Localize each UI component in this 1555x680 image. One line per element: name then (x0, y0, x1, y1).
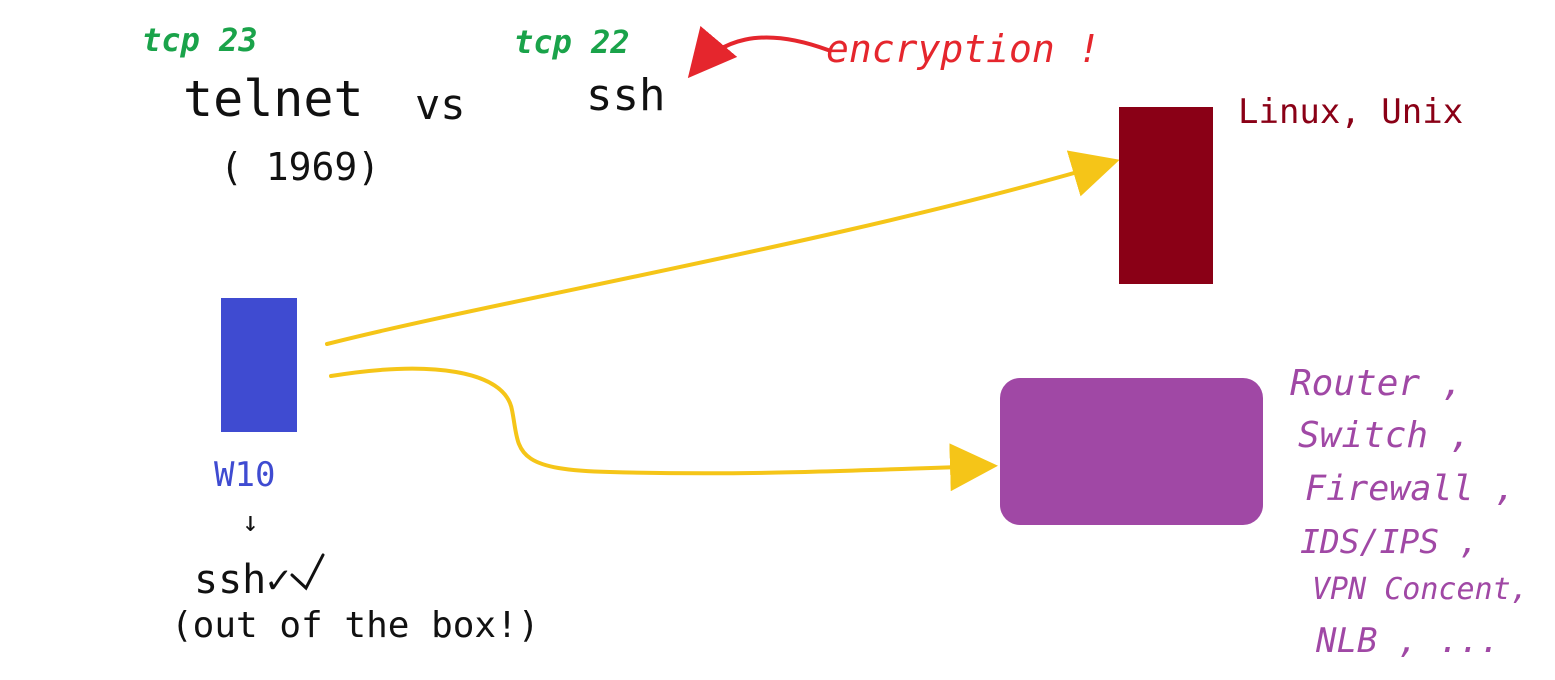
tick-mark (290, 553, 325, 591)
encryption-arrow (687, 25, 830, 79)
versus-label: vs (415, 80, 466, 129)
down-arrow-icon: ↓ (242, 505, 259, 538)
telnet-label: telnet (183, 70, 364, 128)
firewall-label: Firewall , (1305, 469, 1516, 509)
w10-client-box (221, 298, 297, 432)
telnet-year-label: ( 1969) (220, 145, 381, 189)
encryption-note: encryption ! (826, 27, 1101, 71)
nlb-label: NLB , ... (1316, 621, 1501, 661)
out-of-box-label: (out of the box!) (171, 605, 540, 646)
linux-unix-label: Linux, Unix (1238, 92, 1464, 132)
w10-to-linux-arrow (325, 150, 1120, 346)
w10-label: W10 (214, 455, 276, 495)
ssh-port-label: tcp 22 (514, 23, 630, 61)
telnet-port-label: tcp 23 (142, 21, 258, 59)
vpn-concentrator-label: VPN Concent, (1312, 572, 1529, 607)
ssh-label: ssh (586, 70, 666, 121)
ids-ips-label: IDS/IPS , (1300, 522, 1479, 561)
ssh-checkmark-label: ssh✓ (194, 557, 291, 603)
linux-unix-server (1119, 107, 1213, 284)
router-label: Router , (1290, 363, 1464, 404)
switch-label: Switch , (1298, 415, 1472, 456)
w10-to-network-device-arrow (329, 366, 998, 492)
network-device-box (1000, 378, 1263, 525)
